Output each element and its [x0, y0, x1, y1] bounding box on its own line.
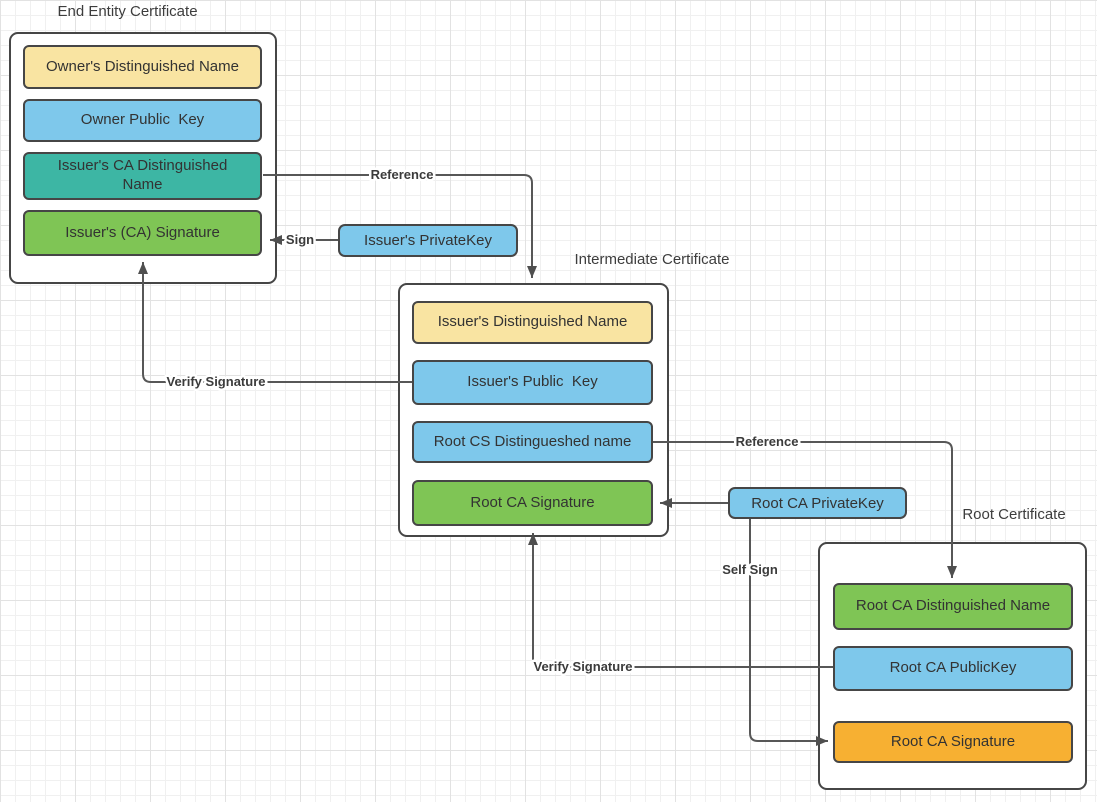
connector-label-self-sign: Self Sign	[722, 562, 778, 577]
connector-label-verify-left: Verify Signature	[167, 374, 266, 389]
field-root-ca-public-key: Root CA PublicKey	[833, 646, 1073, 691]
field-owners-distinguished-name: Owner's Distinguished Name	[23, 45, 262, 89]
field-issuers-public-key: Issuer's Public Key	[412, 360, 653, 405]
key-issuers-private-key: Issuer's PrivateKey	[338, 224, 518, 257]
root-certificate-title: Root Certificate	[962, 506, 1066, 523]
connector-self-sign	[749, 519, 828, 746]
connector-verify-bottom	[528, 533, 833, 668]
connector-label-reference-top: Reference	[371, 167, 434, 182]
field-root-ca-signature-root: Root CA Signature	[833, 721, 1073, 763]
field-issuers-ca-distinguished-name: Issuer's CA Distinguished Name	[23, 152, 262, 200]
field-root-ca-distinguished-name: Root CA Distinguished Name	[833, 583, 1073, 630]
field-root-ca-signature-intermediate: Root CA Signature	[412, 480, 653, 526]
end-entity-certificate-title: End Entity Certificate	[57, 3, 198, 20]
connector-label-verify-bottom: Verify Signature	[534, 659, 633, 674]
field-owner-public-key: Owner Public Key	[23, 99, 262, 142]
connector-label-reference-right: Reference	[736, 434, 799, 449]
intermediate-certificate-title: Intermediate Certificate	[574, 251, 730, 268]
field-root-cs-distingueshed-name: Root CS Distingueshed name	[412, 421, 653, 463]
field-issuers-distinguished-name: Issuer's Distinguished Name	[412, 301, 653, 344]
field-issuers-ca-signature: Issuer's (CA) Signature	[23, 210, 262, 256]
connector-label-sign: Sign	[286, 232, 314, 247]
key-root-ca-private-key: Root CA PrivateKey	[728, 487, 907, 519]
